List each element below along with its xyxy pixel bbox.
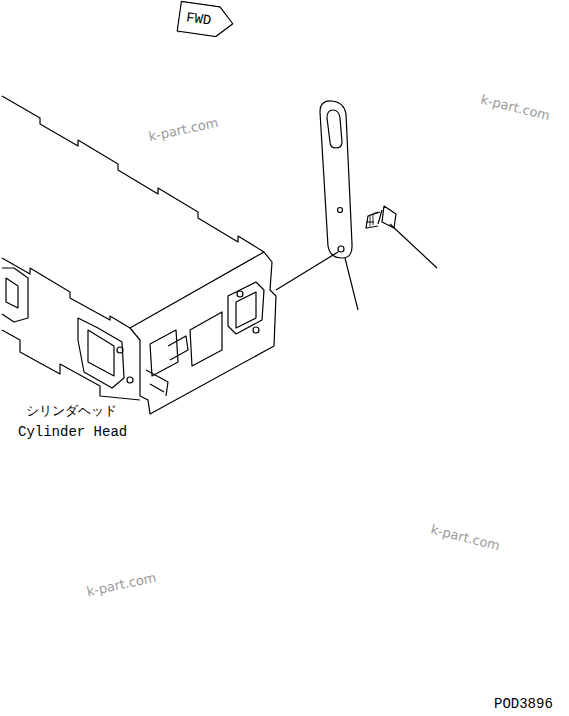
drawing-number: POD3896: [494, 696, 553, 712]
watermark: k-part.com: [479, 92, 551, 124]
lifting-bracket: [320, 101, 352, 258]
bolt-thread: [370, 215, 373, 226]
bolt-hole: [117, 347, 123, 353]
port: [228, 282, 264, 334]
cylinder-head-outline: [130, 252, 276, 414]
bracket-hole: [338, 246, 344, 252]
direction-arrow: FWD: [176, 0, 236, 39]
direction-text: FWD: [176, 0, 236, 39]
cylinder-head-outline: [2, 258, 130, 328]
leader-line: [345, 258, 358, 310]
bolt-hole: [237, 291, 243, 297]
port: [78, 318, 124, 388]
end-face-detail: [146, 370, 168, 396]
watermark: k-part.com: [147, 115, 219, 144]
bracket-hole: [338, 208, 343, 213]
watermark: k-part.com: [429, 522, 501, 554]
end-face-detail: [168, 336, 188, 360]
part-name: Cylinder Head: [18, 424, 127, 440]
leader-line: [390, 224, 437, 268]
end-face-detail: [150, 330, 178, 376]
watermark: k-part.com: [85, 570, 157, 599]
part-name: シリンダヘッド: [26, 402, 117, 420]
port: [236, 292, 256, 328]
port: [6, 278, 18, 308]
port: [88, 330, 114, 376]
end-face-detail: [190, 312, 222, 366]
bolt-hole: [127, 377, 133, 383]
cylinder-head-outline: [2, 96, 264, 252]
bolt-hole: [253, 327, 259, 333]
bracket-slot: [327, 110, 342, 148]
port: [2, 268, 28, 322]
assembly-line: [276, 252, 338, 290]
